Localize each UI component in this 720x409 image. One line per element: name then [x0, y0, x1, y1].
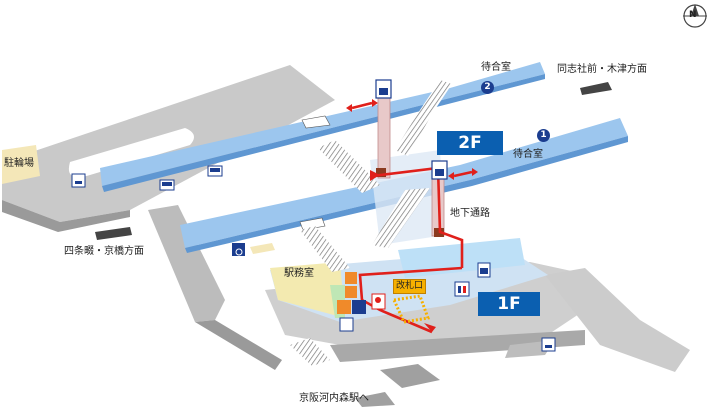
- stairways: [290, 80, 452, 366]
- waiting-room-2-badge: 2: [481, 81, 494, 94]
- elevator-icon: [431, 160, 448, 180]
- bicycle-parking-label: 駐輪場: [4, 158, 34, 169]
- toilet-icon: [454, 281, 470, 297]
- elevator-icon: [375, 79, 392, 99]
- compass-letter: N: [689, 10, 697, 20]
- compass-icon: [683, 4, 707, 28]
- station-office-label: 駅務室: [284, 268, 314, 279]
- floor-2f-label: 2F: [437, 131, 503, 155]
- route-arrow-heads: [346, 99, 478, 181]
- ticket-gate-label: 改札口: [393, 279, 427, 294]
- taxi-icon: [541, 337, 556, 352]
- floor-1f-label: 1F: [478, 292, 540, 316]
- wheelchair-icon: [232, 243, 245, 256]
- bus-icon: [207, 165, 223, 177]
- waiting-room-1-label: 待合室: [513, 149, 543, 160]
- bus-icon: [159, 179, 175, 191]
- aed-icon: [371, 293, 386, 310]
- direction-south-label: 京阪河内森駅へ: [299, 393, 369, 404]
- ticket-machine-icon: [337, 272, 357, 314]
- coin-locker-icon: [339, 300, 366, 332]
- direction-southwest-label: 四条畷・京橋方面: [64, 246, 144, 257]
- waiting-room-1-badge: 1: [537, 129, 550, 142]
- ramp-stripes: [391, 294, 431, 324]
- waiting-room-2-label: 待合室: [481, 62, 511, 73]
- escalator-icon: [477, 262, 491, 278]
- underpass-label: 地下通路: [450, 208, 490, 219]
- direction-northeast-label: 同志社前・木津方面: [557, 64, 647, 75]
- taxi-icon: [71, 173, 86, 188]
